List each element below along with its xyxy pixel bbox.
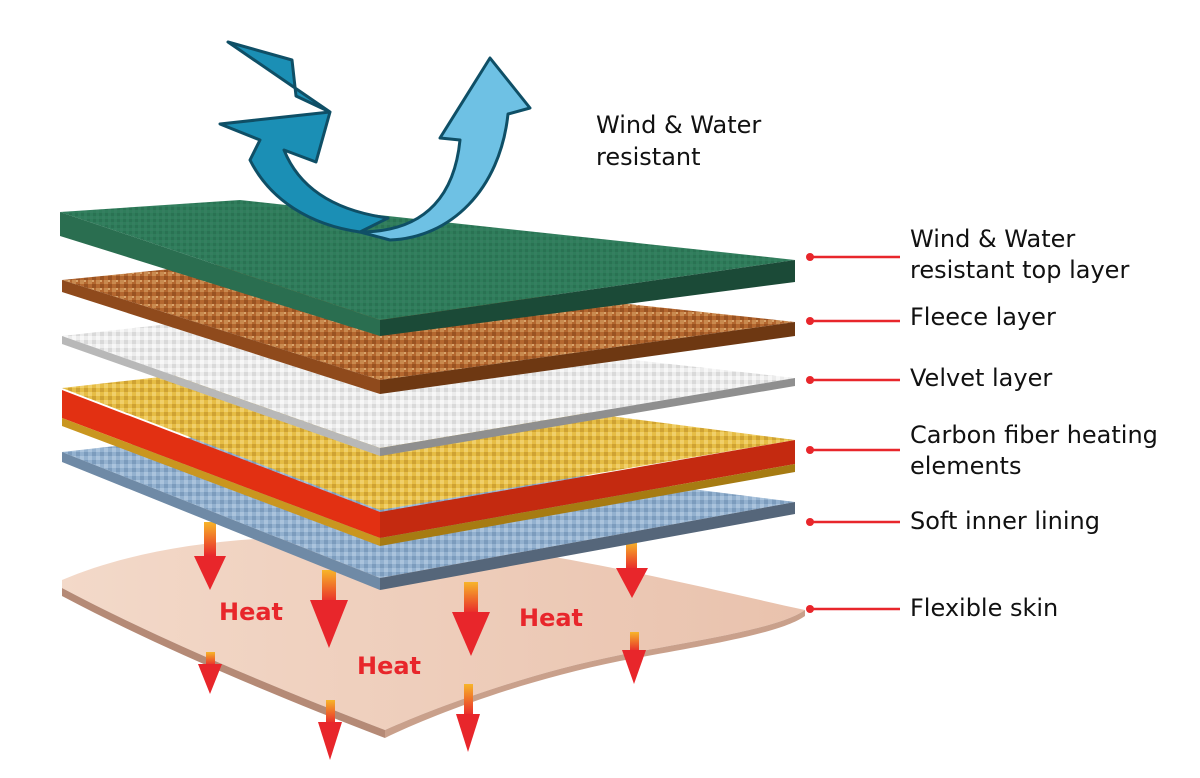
heat-arrow-icon — [452, 582, 490, 656]
heat-arrows — [194, 522, 648, 760]
leader-top — [806, 253, 900, 261]
label-carbon-line-2: elements — [910, 452, 1022, 480]
deflect-up-arrow-icon — [358, 56, 532, 242]
leader-lines — [806, 253, 900, 613]
heat-label-3: Heat — [519, 604, 584, 632]
headline-line-2: resistant — [596, 143, 701, 171]
leader-fleece — [806, 317, 900, 325]
label-top-line-2: resistant top layer — [910, 256, 1130, 284]
leader-skin — [806, 605, 900, 613]
leader-carbon — [806, 446, 900, 454]
skin-layer — [62, 536, 805, 738]
heat-label-2: Heat — [357, 652, 422, 680]
label-lining: Soft inner lining — [910, 507, 1100, 535]
heat-label-1: Heat — [219, 598, 284, 626]
heat-arrow-icon — [616, 542, 648, 598]
headline-line-1: Wind & Water — [596, 111, 762, 139]
label-skin: Flexible skin — [910, 594, 1059, 622]
heat-arrow-icon — [310, 570, 348, 648]
heat-arrow-icon — [622, 632, 646, 684]
leader-velvet — [806, 376, 900, 384]
heat-arrow-icon — [456, 684, 480, 752]
heat-arrow-icon — [194, 522, 226, 590]
top-layer — [60, 200, 795, 336]
label-carbon-line-1: Carbon fiber heating — [910, 421, 1158, 449]
heat-arrow-icon — [318, 700, 342, 760]
label-fleece: Fleece layer — [910, 303, 1056, 331]
label-top-line-1: Wind & Water — [910, 225, 1076, 253]
leader-lining — [806, 518, 900, 526]
label-velvet: Velvet layer — [910, 364, 1053, 392]
wind-arrows — [218, 40, 532, 242]
heat-arrow-icon — [198, 652, 222, 694]
